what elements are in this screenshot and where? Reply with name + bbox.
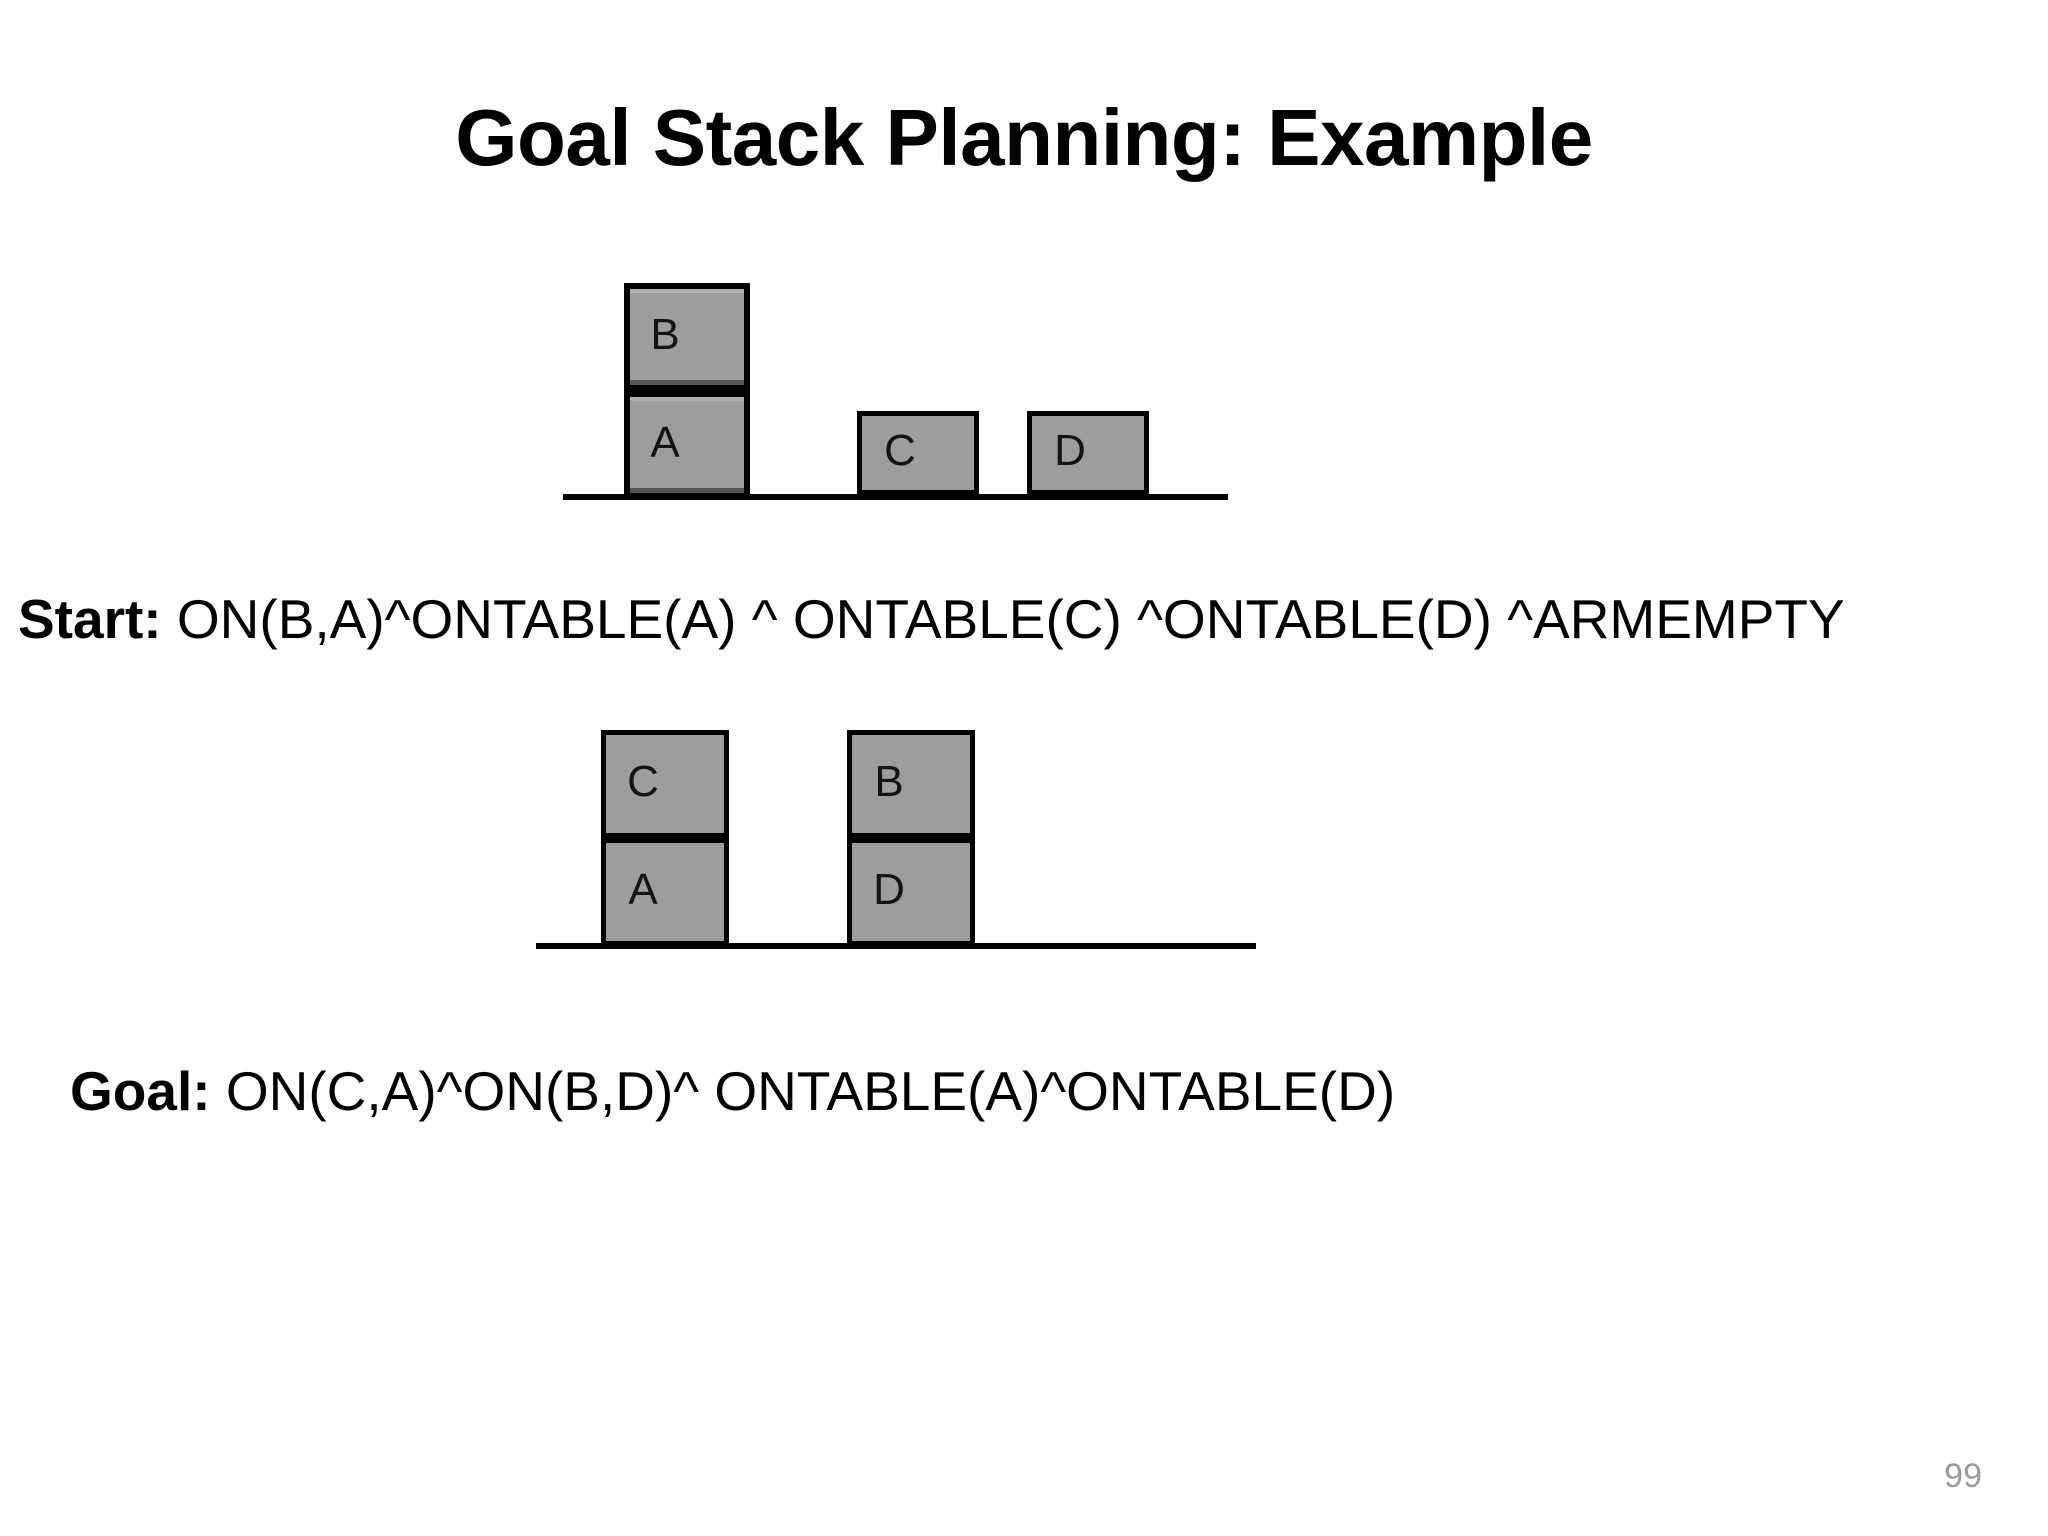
- block-c: C: [857, 411, 979, 495]
- goal-caption: Goal: ON(C,A)^ON(B,D)^ ONTABLE(A)^ONTABL…: [70, 1060, 1395, 1123]
- goal-caption-value: ON(C,A)^ON(B,D)^ ONTABLE(A)^ONTABLE(D): [225, 1060, 1396, 1122]
- start-caption-value: ON(B,A)^ONTABLE(A) ^ ONTABLE(C) ^ONTABLE…: [176, 588, 1845, 650]
- goal-block-c: C: [601, 730, 729, 838]
- goal-table-surface-line: [536, 943, 1256, 949]
- block-d: D: [1027, 411, 1149, 495]
- block-a-label: A: [650, 418, 680, 467]
- goal-block-b-label: B: [874, 757, 904, 806]
- block-a: A: [624, 391, 750, 499]
- goal-state-diagram: C A B D: [536, 730, 1256, 949]
- goal-block-d-label: D: [873, 865, 905, 914]
- block-b: B: [624, 283, 750, 391]
- goal-block-c-label: C: [627, 757, 659, 806]
- start-state-diagram: B A C D: [0, 0, 2048, 520]
- start-caption-key: Start:: [18, 588, 162, 650]
- page-title: Goal Stack Planning: Example: [455, 93, 1593, 182]
- start-caption: Start: ON(B,A)^ONTABLE(A) ^ ONTABLE(C) ^…: [18, 588, 1845, 651]
- goal-block-a: A: [601, 838, 729, 946]
- block-c-label: C: [884, 426, 916, 475]
- goal-block-a-label: A: [628, 865, 658, 914]
- block-b-label: B: [650, 310, 680, 359]
- block-d-label: D: [1054, 426, 1086, 475]
- table-surface-line: [563, 494, 1228, 500]
- goal-block-b: B: [847, 730, 975, 838]
- goal-caption-key: Goal:: [70, 1060, 211, 1122]
- page-number: 99: [1944, 1457, 1982, 1495]
- goal-block-d: D: [847, 838, 975, 946]
